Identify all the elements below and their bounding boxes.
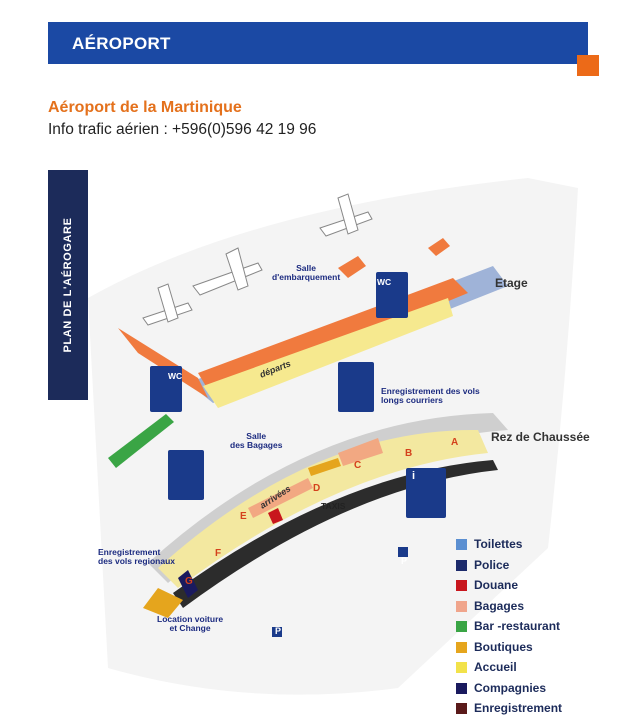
airport-name: Aéroport de la Martinique bbox=[48, 99, 242, 116]
legend-label: Bar -restaurant bbox=[474, 619, 561, 633]
zone-g: G bbox=[185, 576, 193, 587]
legend-swatch bbox=[456, 641, 467, 653]
terminal-map bbox=[88, 178, 578, 695]
parking-label-1: P bbox=[401, 556, 408, 566]
legend-swatch bbox=[456, 559, 467, 571]
zone-b: B bbox=[405, 448, 413, 459]
wc-label-lower: WC bbox=[168, 371, 183, 381]
label-baggage-hall: Salle des Bagages bbox=[230, 431, 283, 451]
zone-e: E bbox=[240, 511, 247, 522]
zone-c: C bbox=[354, 460, 362, 471]
legend-swatch bbox=[456, 600, 467, 612]
legend-label: Enregistrement bbox=[474, 701, 563, 715]
legend-label: Boutiques bbox=[474, 639, 533, 654]
zone-a: A bbox=[451, 437, 459, 448]
info-icon: i bbox=[412, 470, 416, 482]
zone-d: D bbox=[313, 483, 321, 494]
legend-label: Douane bbox=[474, 578, 519, 592]
section-title: AÉROPORT bbox=[72, 34, 171, 53]
parking-label-2: P bbox=[275, 626, 282, 636]
floor-label-upper: Etage bbox=[495, 276, 528, 290]
label-car-rental: Location voiture et Change bbox=[157, 614, 224, 634]
airport-info-phone: Info trafic aérien : +596(0)596 42 19 96 bbox=[48, 121, 317, 138]
legend-swatch bbox=[456, 539, 467, 550]
legend-swatch bbox=[456, 703, 467, 714]
wc-label-upper: WC bbox=[377, 277, 392, 287]
legend-label: Compagnies bbox=[474, 680, 547, 695]
floor-label-ground: Rez de Chaussée bbox=[491, 430, 590, 444]
section-banner: AÉROPORT bbox=[48, 22, 588, 64]
legend-label: Accueil bbox=[474, 660, 517, 674]
label-long-haul-checkin: Enregistrement des vols longs courriers bbox=[381, 386, 480, 406]
map-sidebar-title: PLAN DE L'AÉROGARE bbox=[62, 217, 74, 353]
legend-swatch bbox=[456, 662, 467, 673]
legend-label: Toilettes bbox=[474, 537, 523, 551]
zone-f: F bbox=[215, 548, 222, 559]
legend-swatch bbox=[456, 580, 467, 591]
label-taxis: TAXIS bbox=[321, 501, 346, 511]
label-boarding-lounge: Salle d'embarquement bbox=[272, 263, 341, 283]
map-sidebar: PLAN DE L'AÉROGARE bbox=[48, 170, 88, 400]
legend-label: Police bbox=[474, 557, 510, 572]
label-regional-checkin: Enregistrement des vols regionaux bbox=[98, 547, 175, 567]
accent-square bbox=[577, 55, 599, 76]
legend-label: Bagages bbox=[474, 598, 525, 613]
legend-swatch bbox=[456, 621, 467, 632]
legend-swatch bbox=[456, 682, 467, 694]
